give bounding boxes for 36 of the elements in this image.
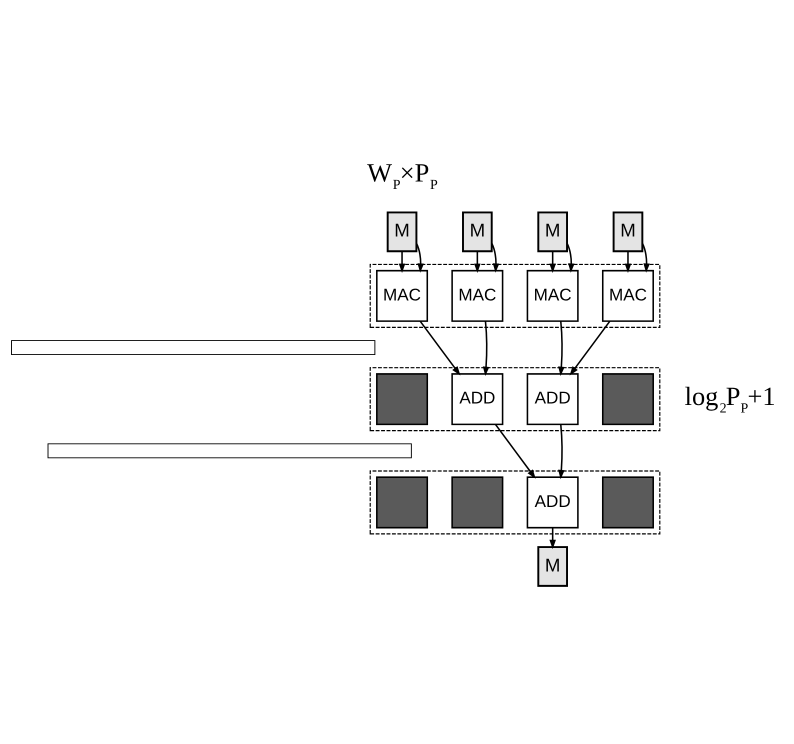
arrow [566, 242, 575, 273]
arrow [491, 242, 500, 273]
node-box [602, 476, 654, 528]
node-box: ADD [451, 373, 504, 426]
node-box [451, 476, 504, 528]
node-box: M [537, 211, 568, 252]
arrow [558, 424, 565, 480]
arrow [549, 251, 556, 273]
node-box: MAC [526, 270, 579, 322]
arrow [570, 320, 610, 376]
node-box: MAC [451, 270, 504, 322]
node-box: M [462, 211, 493, 252]
node-box [376, 373, 428, 426]
arrow [420, 320, 460, 376]
node-box: MAC [376, 270, 428, 322]
arrow [482, 321, 490, 376]
label: log$_{2}$P$_{P}$+1 [684, 381, 776, 417]
arrow [474, 251, 481, 273]
node-box: ADD [526, 476, 579, 528]
node-bar [11, 340, 376, 355]
arrow [642, 242, 650, 273]
arrow [398, 251, 406, 273]
node-box: M [612, 211, 644, 252]
arrow [494, 424, 536, 479]
node-box: MAC [602, 270, 654, 322]
node-box [602, 373, 654, 426]
node-box [376, 476, 428, 528]
arrow [416, 242, 424, 273]
label: W$_{P}$×P$_{P}$ [367, 158, 438, 194]
node-box: M [537, 546, 568, 587]
node-box: M [386, 211, 418, 252]
node-bar [48, 443, 412, 458]
arrow [549, 528, 556, 550]
node-box: ADD [526, 373, 579, 426]
arrow [624, 251, 632, 273]
arrow [558, 321, 565, 376]
